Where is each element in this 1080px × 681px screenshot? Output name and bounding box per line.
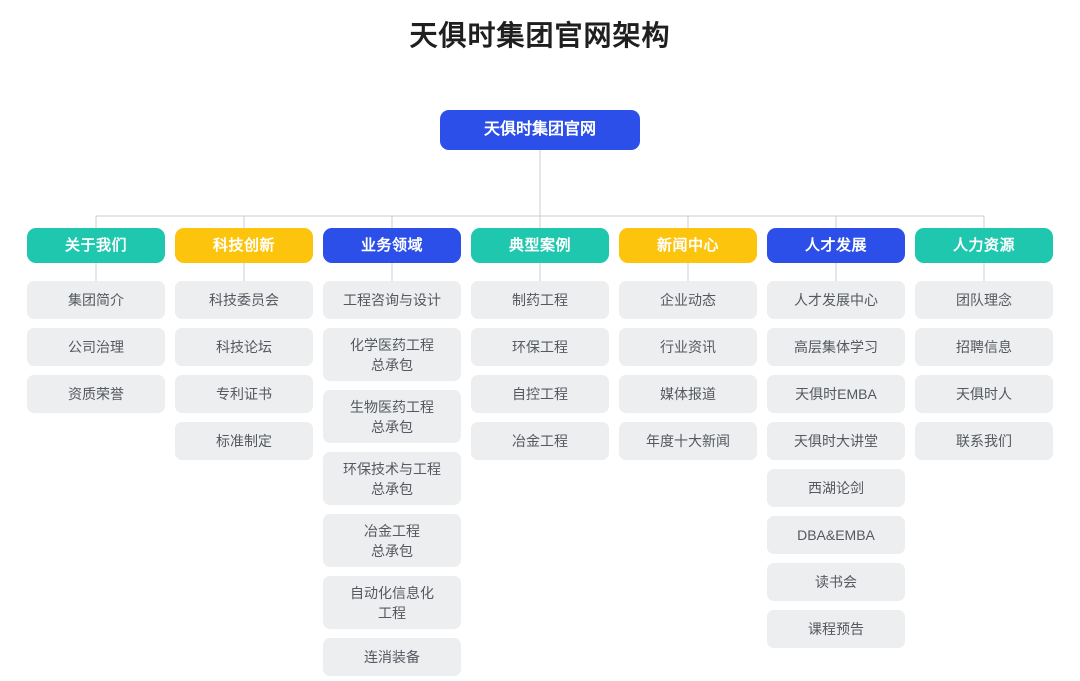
- child-node-工程咨询与设计[interactable]: 工程咨询与设计: [323, 281, 461, 319]
- child-node-企业动态[interactable]: 企业动态: [619, 281, 757, 319]
- page-title: 天俱时集团官网架构: [409, 20, 671, 51]
- child-node-自控工程[interactable]: 自控工程: [471, 375, 609, 413]
- category-header-科技创新[interactable]: 科技创新: [175, 228, 313, 263]
- category-column-人才发展: 人才发展人才发展中心高层集体学习天俱时EMBA 天俱时大讲堂西湖论剑 DBA&EMB…: [762, 228, 910, 676]
- child-node-环保工程[interactable]: 环保工程: [471, 328, 609, 366]
- child-node-媒体报道[interactable]: 媒体报道: [619, 375, 757, 413]
- child-node-天俱时大讲堂[interactable]: 天俱时大讲堂: [767, 422, 905, 460]
- child-list: 企业动态行业资讯媒体报道年度十大新闻: [619, 281, 757, 460]
- category-header-关于我们[interactable]: 关于我们: [27, 228, 165, 263]
- child-list: 制药工程环保工程自控工程冶金工程: [471, 281, 609, 460]
- child-node-标准制定[interactable]: 标准制定: [175, 422, 313, 460]
- category-column-新闻中心: 新闻中心企业动态行业资讯媒体报道年度十大新闻: [614, 228, 762, 676]
- category-header-典型案例[interactable]: 典型案例: [471, 228, 609, 263]
- child-node-年度十大新闻[interactable]: 年度十大新闻: [619, 422, 757, 460]
- root-node-company-website[interactable]: 天俱时集团官网: [440, 110, 640, 150]
- category-column-科技创新: 科技创新科技委员会科技论坛专利证书标准制定: [170, 228, 318, 676]
- child-node-公司治理[interactable]: 公司治理: [27, 328, 165, 366]
- child-node-专利证书[interactable]: 专利证书: [175, 375, 313, 413]
- category-header-人才发展[interactable]: 人才发展: [767, 228, 905, 263]
- child-node-环保技术与工程-总承包[interactable]: 环保技术与工程 总承包: [323, 452, 461, 505]
- category-columns: 关于我们集团简介公司治理资质荣誉科技创新科技委员会科技论坛专利证书标准制定业务领…: [22, 228, 1058, 676]
- category-column-业务领域: 业务领域工程咨询与设计化学医药工程 总承包生物医药工程 总承包环保技术与工程 总…: [318, 228, 466, 676]
- child-node-科技论坛[interactable]: 科技论坛: [175, 328, 313, 366]
- child-node-科技委员会[interactable]: 科技委员会: [175, 281, 313, 319]
- child-node-冶金工程-总承包[interactable]: 冶金工程 总承包: [323, 514, 461, 567]
- child-node-制药工程[interactable]: 制药工程: [471, 281, 609, 319]
- child-node-化学医药工程-总承包[interactable]: 化学医药工程 总承包: [323, 328, 461, 381]
- child-list: 工程咨询与设计化学医药工程 总承包生物医药工程 总承包环保技术与工程 总承包冶金…: [323, 281, 461, 676]
- child-list: 科技委员会科技论坛专利证书标准制定: [175, 281, 313, 460]
- category-column-典型案例: 典型案例制药工程环保工程自控工程冶金工程: [466, 228, 614, 676]
- child-node-课程预告[interactable]: 课程预告: [767, 610, 905, 648]
- child-node-高层集体学习[interactable]: 高层集体学习: [767, 328, 905, 366]
- child-list: 集团简介公司治理资质荣誉: [27, 281, 165, 413]
- category-column-关于我们: 关于我们集团简介公司治理资质荣誉: [22, 228, 170, 676]
- child-node-招聘信息[interactable]: 招聘信息: [915, 328, 1053, 366]
- child-node-生物医药工程-总承包[interactable]: 生物医药工程 总承包: [323, 390, 461, 443]
- category-header-人力资源[interactable]: 人力资源: [915, 228, 1053, 263]
- child-node-连消装备[interactable]: 连消装备: [323, 638, 461, 676]
- category-column-人力资源: 人力资源团队理念招聘信息天俱时人联系我们: [910, 228, 1058, 676]
- child-node-自动化信息化-工程[interactable]: 自动化信息化 工程: [323, 576, 461, 629]
- child-node-冶金工程[interactable]: 冶金工程: [471, 422, 609, 460]
- child-node-读书会[interactable]: 读书会: [767, 563, 905, 601]
- child-node-天俱时人[interactable]: 天俱时人: [915, 375, 1053, 413]
- child-node-人才发展中心[interactable]: 人才发展中心: [767, 281, 905, 319]
- child-node-集团简介[interactable]: 集团简介: [27, 281, 165, 319]
- child-list: 团队理念招聘信息天俱时人联系我们: [915, 281, 1053, 460]
- child-node-行业资讯[interactable]: 行业资讯: [619, 328, 757, 366]
- child-node-西湖论剑[interactable]: 西湖论剑: [767, 469, 905, 507]
- child-node-联系我们[interactable]: 联系我们: [915, 422, 1053, 460]
- category-header-业务领域[interactable]: 业务领域: [323, 228, 461, 263]
- child-node-DBA&EMBA[interactable]: DBA&EMBA: [767, 516, 905, 554]
- child-node-资质荣誉[interactable]: 资质荣誉: [27, 375, 165, 413]
- child-node-天俱时EMBA[interactable]: 天俱时EMBA: [767, 375, 905, 413]
- category-header-新闻中心[interactable]: 新闻中心: [619, 228, 757, 263]
- child-list: 人才发展中心高层集体学习天俱时EMBA 天俱时大讲堂西湖论剑 DBA&EMBA 读书会…: [767, 281, 905, 648]
- child-node-团队理念[interactable]: 团队理念: [915, 281, 1053, 319]
